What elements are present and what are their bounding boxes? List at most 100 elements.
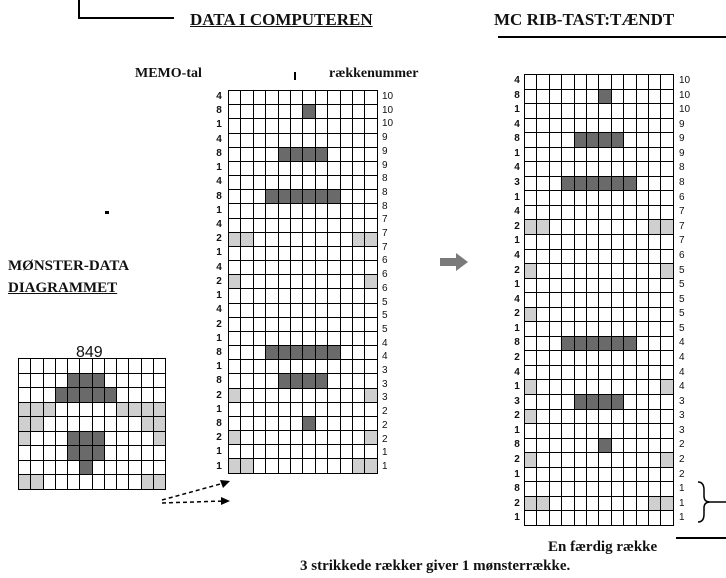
mc-cell <box>635 306 650 323</box>
computer-cell <box>314 444 329 460</box>
diagram-cell <box>42 445 56 461</box>
computer-cell <box>302 189 316 205</box>
mc-cell <box>660 364 674 381</box>
mc-cell <box>623 423 637 439</box>
mc-cell <box>610 88 625 105</box>
computer-cell <box>364 401 378 417</box>
mc-cell <box>573 248 588 265</box>
mc-cell <box>573 394 588 410</box>
mc-cell <box>648 437 662 454</box>
mc-cell <box>623 161 637 177</box>
computer-cell <box>277 175 292 191</box>
diagram-cell <box>17 358 32 374</box>
computer-cell <box>364 288 378 304</box>
computer-row-number: 6 <box>382 269 388 281</box>
mc-cell <box>548 495 563 512</box>
diagram-cell <box>152 416 167 432</box>
computer-row <box>227 359 378 375</box>
mc-cell <box>536 277 550 294</box>
mc-cell <box>523 190 538 206</box>
computer-cell <box>364 444 378 460</box>
computer-cell <box>352 245 366 262</box>
diagram-cell <box>115 474 130 490</box>
mc-cell <box>523 510 538 526</box>
mc-cell <box>523 335 538 352</box>
computer-cell <box>290 260 304 276</box>
mc-cell <box>586 394 600 410</box>
diagram-cell <box>140 358 154 374</box>
computer-cell <box>339 189 354 205</box>
computer-cell <box>277 231 292 247</box>
computer-cell <box>302 217 316 233</box>
mc-cell <box>660 117 674 134</box>
computer-cell <box>290 387 304 403</box>
computer-row <box>227 387 378 403</box>
computer-cell <box>240 444 254 460</box>
mc-cell <box>548 161 563 177</box>
mc-row <box>523 219 674 236</box>
mc-cell <box>648 335 662 352</box>
diagram-cell <box>103 416 118 432</box>
computer-cell <box>252 132 267 148</box>
computer-cell <box>290 415 304 432</box>
computer-cell <box>227 316 242 332</box>
diagram-cell <box>30 387 44 403</box>
mc-cell <box>536 146 550 163</box>
computer-cell <box>364 373 378 389</box>
computer-cell <box>339 401 354 417</box>
mc-row-number: 1 <box>679 497 685 509</box>
computer-cell <box>327 302 341 318</box>
computer-memo-value: 2 <box>216 233 222 245</box>
mc-cell <box>635 510 650 526</box>
computer-row-number: 5 <box>382 323 388 335</box>
diagram-cell <box>66 474 81 490</box>
computer-cell <box>302 430 316 446</box>
mc-cell <box>573 321 588 337</box>
mc-memo-value: 4 <box>514 162 520 174</box>
mc-cell <box>536 408 550 425</box>
diagram-cell <box>152 459 167 476</box>
diagram-cell <box>152 445 167 461</box>
computer-cell <box>339 430 354 446</box>
mc-memo-value: 1 <box>514 191 520 203</box>
mc-cell <box>635 103 650 119</box>
mc-cell <box>660 379 674 396</box>
computer-memo-value: 2 <box>216 389 222 401</box>
mc-cell <box>660 394 674 410</box>
diagram-cell <box>152 372 167 389</box>
mc-cell <box>635 335 650 352</box>
computer-cell <box>327 217 341 233</box>
computer-cell <box>252 359 267 375</box>
computer-row <box>227 401 378 417</box>
diagram-cell <box>128 445 142 461</box>
mc-cell <box>586 379 600 396</box>
computer-memo-value: 1 <box>216 403 222 415</box>
mc-cell <box>548 88 563 105</box>
mc-cell <box>561 408 575 425</box>
computer-cell <box>327 387 341 403</box>
mc-row-number: 4 <box>679 351 685 363</box>
computer-row-number: 9 <box>382 132 388 144</box>
computer-cell <box>302 373 316 389</box>
mc-memo-value: 4 <box>514 249 520 261</box>
computer-cell <box>252 288 267 304</box>
computer-cell <box>352 316 366 332</box>
computer-row-number: 5 <box>382 310 388 322</box>
mc-cell <box>635 350 650 366</box>
arrow-right-icon <box>440 253 468 271</box>
mc-cell <box>623 234 637 250</box>
mc-cell <box>623 321 637 337</box>
computer-cell <box>265 345 279 361</box>
mc-cell <box>561 481 575 497</box>
mc-cell <box>648 292 662 308</box>
mc-cell <box>561 74 575 90</box>
mc-row-number: 9 <box>679 133 685 145</box>
computer-cell <box>327 345 341 361</box>
computer-cell <box>252 189 267 205</box>
computer-cell <box>277 458 292 474</box>
diagram-cell <box>128 387 142 403</box>
computer-cell <box>314 415 329 432</box>
mc-cell <box>648 88 662 105</box>
mc-cell <box>586 495 600 512</box>
